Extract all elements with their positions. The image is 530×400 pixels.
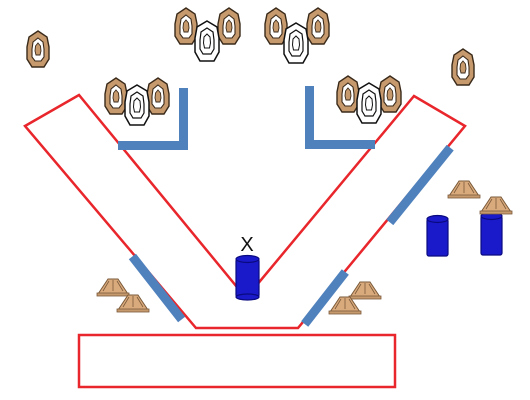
traffic-cone-icon	[96, 278, 130, 297]
traffic-cone-icon	[447, 180, 481, 199]
traffic-cone-icon	[479, 196, 513, 215]
barricade-left-lower	[128, 253, 186, 323]
steel-silhouette-target-icon	[336, 75, 360, 113]
steel-silhouette-target-icon	[306, 7, 330, 45]
barricade-top-left	[118, 88, 188, 150]
traffic-cone-icon	[328, 296, 362, 315]
steel-silhouette-target-icon	[146, 77, 170, 115]
barricade-right-lower	[301, 269, 349, 327]
barrel-icon	[480, 211, 503, 256]
steel-silhouette-target-icon	[378, 75, 402, 113]
barrel-icon	[235, 254, 260, 301]
no-shoot-target-icon	[194, 20, 220, 62]
steel-silhouette-target-icon	[217, 7, 241, 45]
steel-silhouette-target-icon	[451, 48, 475, 86]
steel-silhouette-target-icon	[26, 30, 50, 68]
barricade-right-upper	[386, 144, 454, 226]
barrel-icon	[426, 214, 449, 257]
traffic-cone-icon	[116, 294, 150, 313]
traffic-cone-icon	[348, 281, 382, 300]
no-shoot-target-icon	[124, 84, 150, 126]
barricade-top-right	[305, 86, 375, 149]
no-shoot-target-icon	[283, 22, 309, 64]
steel-silhouette-target-icon	[174, 7, 198, 45]
no-shoot-target-icon	[356, 82, 382, 124]
shooting-area-outline	[23, 93, 467, 330]
start-box-outline	[77, 333, 397, 389]
steel-silhouette-target-icon	[104, 77, 128, 115]
shooter-position-label: X	[240, 234, 253, 256]
